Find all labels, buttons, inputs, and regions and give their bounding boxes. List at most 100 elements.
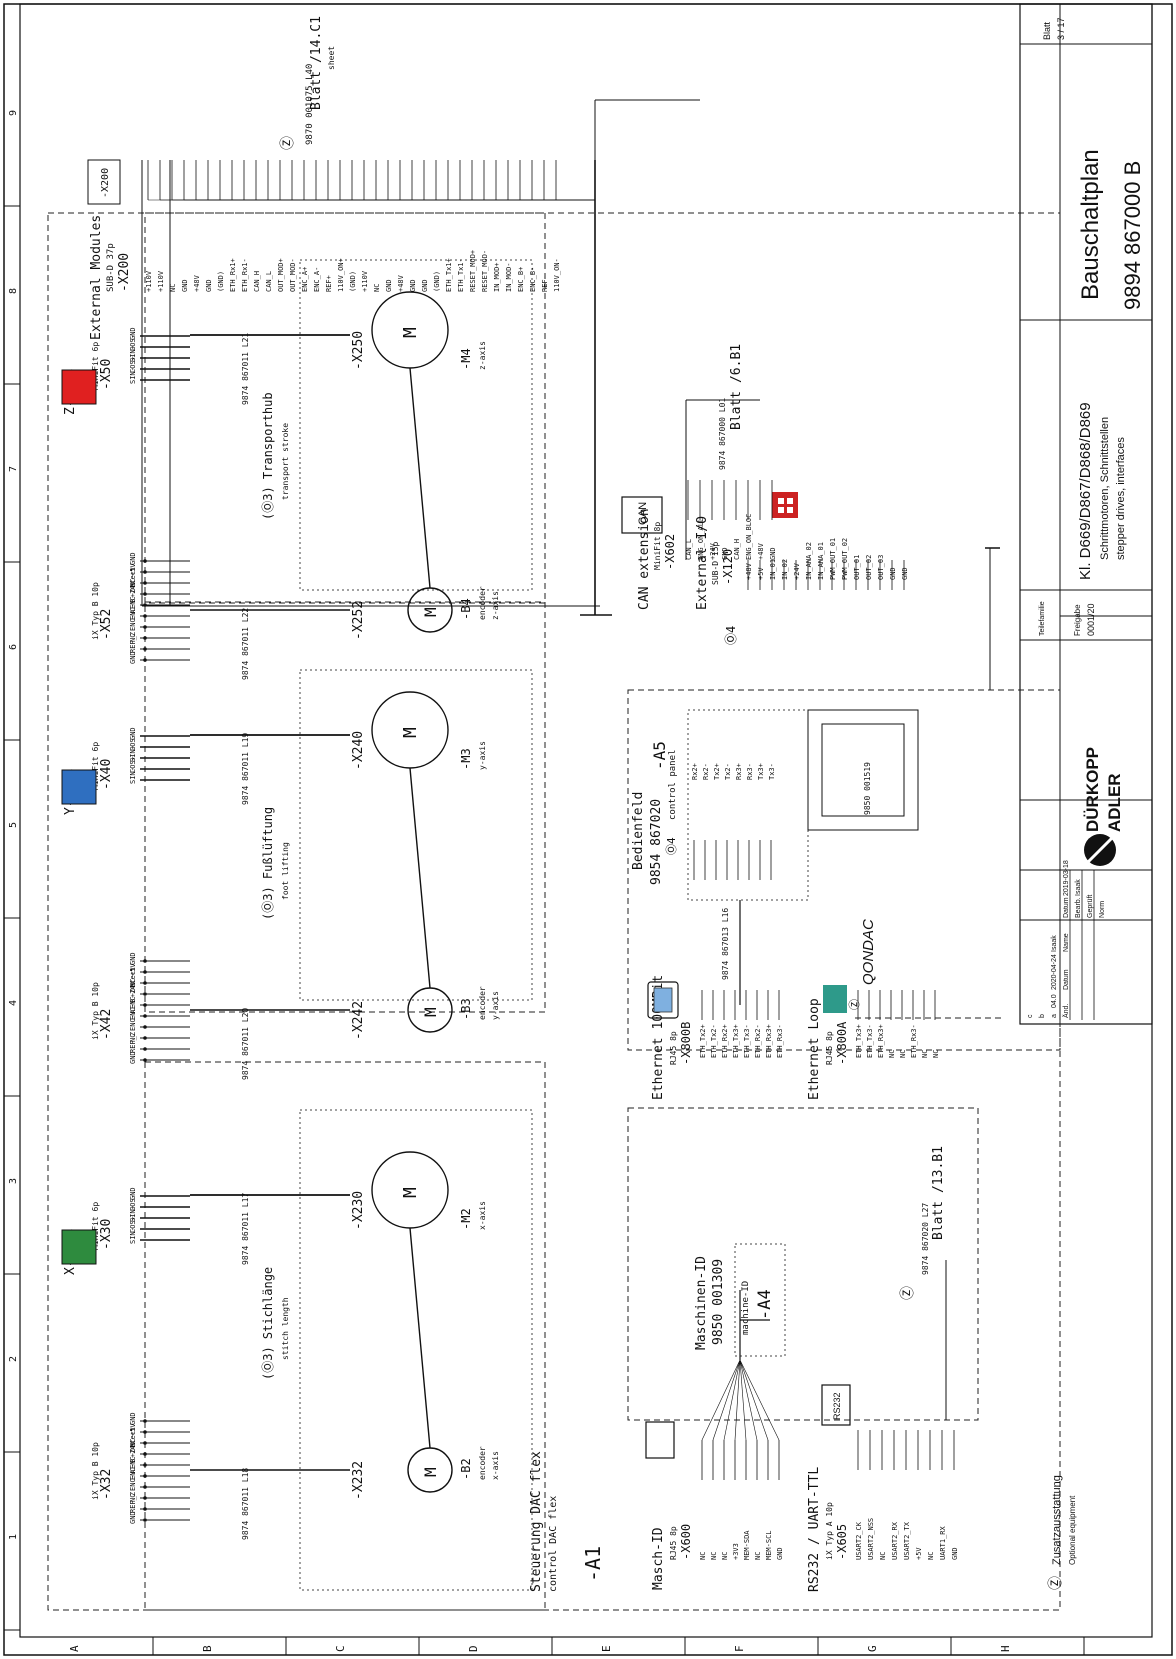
svg-text:Datum: Datum <box>1063 897 1070 918</box>
svg-text:Ⓩ: Ⓩ <box>1047 1576 1063 1590</box>
z-function-subtitle: transport stroke <box>281 423 290 500</box>
x120-pin-label: OUT_02 <box>865 555 873 580</box>
a1-label: -A1 <box>581 1546 605 1582</box>
x600-pin-label: GND <box>776 1547 784 1560</box>
x800a-pin-label: NC <box>921 1050 929 1058</box>
external-modules-type: SUB-D 37p <box>106 243 116 292</box>
encoder-pin-label: ENC-Detect <box>129 967 137 1009</box>
control-panel-block: 9850 001519 Bedienfeld 9854 867020 contr… <box>631 709 919 1005</box>
x200-pin-label: +48V <box>193 274 201 292</box>
can-box <box>621 496 663 534</box>
x800b-pin-label: ETH_Tx2- <box>710 1024 718 1058</box>
y-encoder-axis: y-axis <box>491 991 500 1020</box>
panel-pin-label: Tx2- <box>724 763 732 780</box>
encoder-pin-label: REF_Z <box>129 1492 137 1513</box>
encoder-pin-label: ENC-B <box>129 1459 137 1480</box>
motor-pin-label: COS+ <box>129 756 137 773</box>
rs232-type: iX Typ A 10p <box>825 1502 834 1560</box>
x120-pin-label: OUT_01 <box>853 555 861 580</box>
panel-pin-label: Tx2+ <box>713 763 721 780</box>
encoder-pin-label: +5V <box>129 563 137 576</box>
svg-text:Ⓞ4: Ⓞ4 <box>665 837 678 855</box>
x120-pin-label: +48V <box>745 562 753 580</box>
motor-pin-label: GND <box>129 727 137 740</box>
encoder-pin-label: GND <box>129 1051 137 1064</box>
x200-pin-label: (GND) <box>217 271 225 292</box>
encoder-pin-label: NC <box>129 1439 137 1447</box>
can-extension-connector: -X602 <box>663 534 677 570</box>
y-axis-icon <box>61 769 97 805</box>
freigabe-value: 0001/20 <box>1086 603 1096 636</box>
x200-pin-label: GND <box>409 279 417 292</box>
encoder-pin-label: NC <box>129 1034 137 1042</box>
x200-pin-label: ENC_B- <box>529 267 537 292</box>
x120-pin-label: +5V <box>757 567 765 580</box>
x602-pin-label: GND <box>721 547 729 560</box>
row-label: H <box>999 1645 1012 1652</box>
optional-equipment-en: Optional equipment <box>1068 1495 1077 1565</box>
external-modules-block: External Modules SUB-D 37p -X200 -X200 Ⓩ… <box>87 16 700 616</box>
z-motor-axis: z-axis <box>478 341 487 370</box>
sheet-label: Blatt <box>1042 21 1052 40</box>
external-modules-cable: 9870 001075 L40 <box>305 64 315 145</box>
teilefamilie-label: Teilefamilie <box>1039 601 1046 636</box>
svg-text:Norm: Norm <box>1099 901 1106 918</box>
z-encoder-plug: -X252 <box>351 601 366 640</box>
svg-text:Isaak: Isaak <box>1051 935 1058 952</box>
x602-pin-label: GND <box>769 547 777 560</box>
panel-pin-label: Tx3- <box>768 763 776 780</box>
svg-text:Ⓩ: Ⓩ <box>848 999 861 1010</box>
z-encoder-ref: -B4 <box>459 598 473 620</box>
x200-pin-label: ETH_Tx1- <box>457 258 465 292</box>
x120-pin-label: IN_ANA_02 <box>805 542 813 580</box>
svg-text:c: c <box>1027 1014 1034 1018</box>
ethernet-loop-block: Ethernet Loop RJ45 8p -X800A ETH_Tx3+ETH… <box>807 990 1002 1100</box>
svg-text:Bearb.: Bearb. <box>1075 897 1082 918</box>
inner-frame <box>19 3 1153 1638</box>
motor-symbol-label: M <box>400 1187 421 1198</box>
x-axis-region <box>144 1061 546 1611</box>
encoder-pin-label: GND <box>129 651 137 664</box>
external-io-type: SUB-D 15p <box>711 541 720 585</box>
x-encoder-ref: -B2 <box>459 1458 473 1480</box>
x200-pin-label: NC <box>373 284 381 292</box>
y-axis-region <box>144 601 546 1013</box>
x200-pin-label: ETH_Tx1+ <box>445 258 453 292</box>
machine-class: Kl. D669/D867/D868/D869 <box>1077 402 1094 580</box>
x200-pin-label: (GND) <box>433 271 441 292</box>
x-axis-motor-box <box>299 1109 533 1591</box>
machine-id-icon <box>645 1421 675 1459</box>
x800b-pin-label: ETH_Tx3- <box>743 1024 751 1058</box>
external-modules-connector: -X200 <box>117 253 132 292</box>
x-motor-plug: -X230 <box>351 1191 366 1230</box>
x-encoder-type: iX Typ B 10p <box>91 1442 100 1500</box>
x600-pin-label: MEM-SCL <box>765 1530 773 1560</box>
z-encoder-connector: -X52 <box>99 609 114 640</box>
control-panel-ref: -A5 <box>650 741 669 770</box>
motor-pin-label: COS- <box>129 734 137 751</box>
y-motor-plug: -X240 <box>351 731 366 770</box>
x-motor-ref: -M2 <box>459 1208 473 1230</box>
y-encoder-connector: -X42 <box>99 1009 114 1040</box>
x800a-pin-label: ETH_Tx3+ <box>855 1024 863 1058</box>
motor-pin-label: COS- <box>129 1194 137 1211</box>
encoder-pin-label: +5V <box>129 1423 137 1436</box>
rs232-connector: -X605 <box>835 1524 849 1560</box>
panel-inner-module <box>821 723 905 817</box>
encoder-pin-label: ENC-B <box>129 999 137 1020</box>
column-label: 6 <box>8 644 19 650</box>
company-name-1: DÜRKOPP <box>1083 747 1102 832</box>
controller-subtitle: control DAC flex <box>548 1496 559 1592</box>
row-label: A <box>68 1645 81 1652</box>
x800a-pin-label: ETH_Rx3- <box>910 1024 918 1058</box>
motor-pin-label: SIN+ <box>129 345 137 362</box>
title-block: Blatt 3 / 17 Bauschaltplan 9894 867000 B… <box>1019 3 1153 1025</box>
x-encoder-plug: -X232 <box>351 1461 366 1500</box>
x200-pin-label: 110V_ON+ <box>337 258 345 292</box>
y-encoder-cable: 9874 867011 L20 <box>241 1008 250 1080</box>
x602-pin-label: +24V <box>709 542 717 560</box>
